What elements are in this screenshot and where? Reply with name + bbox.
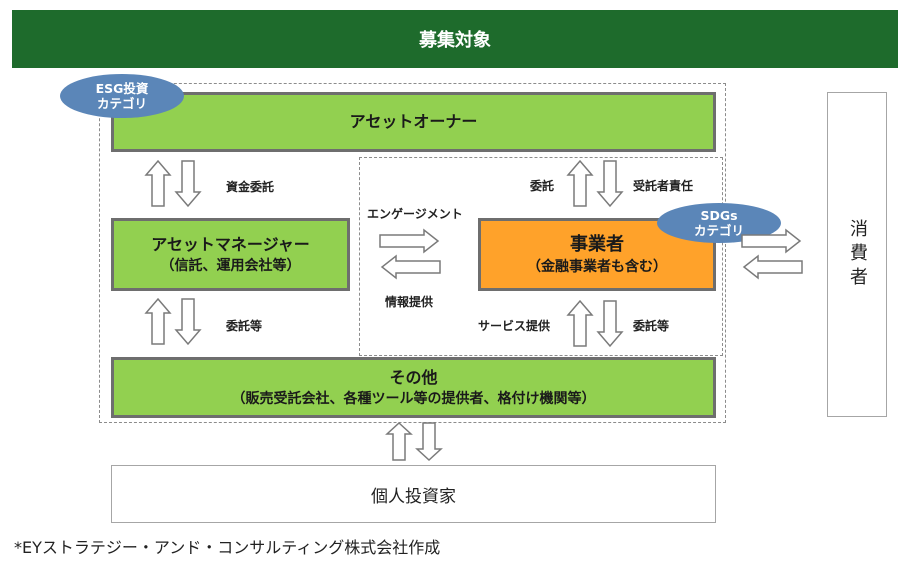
esg-badge-line1: ESG投資 xyxy=(95,81,149,96)
esg-region-border xyxy=(99,83,726,423)
label-entrust-etc-left: 委託等 xyxy=(226,319,263,333)
up-down-arrows-manager-others xyxy=(144,297,202,346)
label-engagement: エンゲージメント xyxy=(367,207,463,221)
asset-owner-box: アセットオーナー xyxy=(111,92,716,152)
up-arrow-icon xyxy=(144,159,172,207)
up-down-arrows-business-others xyxy=(566,299,624,348)
asset-manager-label: アセットマネージャー xyxy=(151,234,310,254)
asset-owner-label: アセットオーナー xyxy=(349,112,478,131)
right-arrow-icon xyxy=(379,228,440,254)
individual-investor-label: 個人投資家 xyxy=(371,486,456,507)
consumer-box: 消費者 xyxy=(827,92,887,417)
esg-category-badge: ESG投資 カテゴリ xyxy=(60,74,184,118)
down-arrow-icon xyxy=(596,160,624,208)
down-arrow-icon xyxy=(415,422,443,462)
header-title: 募集対象 xyxy=(419,30,491,51)
consumer-label: 消費者 xyxy=(847,218,868,291)
header-banner: 募集対象 xyxy=(12,10,898,68)
up-down-arrows-owner-business xyxy=(566,159,624,208)
asset-manager-sub: （信託、運用会社等） xyxy=(160,257,301,274)
business-operator-sub: （金融事業者も含む） xyxy=(527,258,667,275)
sdgs-badge-line1: SDGs xyxy=(700,208,738,223)
esg-badge-line2: カテゴリ xyxy=(96,96,147,111)
up-arrow-icon xyxy=(385,421,413,461)
others-box: その他 （販売受託会社、各種ツール等の提供者、格付け機関等） xyxy=(111,357,716,418)
others-label: その他 xyxy=(389,367,438,387)
up-arrow-icon xyxy=(144,297,172,345)
left-right-arrows-business-consumer xyxy=(741,228,803,280)
up-down-arrows-owner-manager xyxy=(144,159,202,208)
label-entrust-etc-right: 委託等 xyxy=(633,319,670,333)
down-arrow-icon xyxy=(596,300,624,348)
up-down-arrows-others-individual xyxy=(385,421,443,462)
footnote: *EYストラテジー・アンド・コンサルティング株式会社作成 xyxy=(14,538,441,557)
business-operator-box: 事業者 （金融事業者も含む） xyxy=(478,218,716,291)
label-entrust: 委託 xyxy=(530,179,555,193)
up-arrow-icon xyxy=(566,159,594,207)
label-info-provide: 情報提供 xyxy=(385,295,434,309)
right-arrow-icon xyxy=(741,228,802,254)
down-arrow-icon xyxy=(174,298,202,346)
left-arrow-icon xyxy=(742,254,803,280)
label-service-provide: サービス提供 xyxy=(478,319,551,333)
left-arrow-icon xyxy=(380,254,441,280)
label-fund-entrust: 資金委託 xyxy=(226,180,275,194)
business-operator-label: 事業者 xyxy=(570,233,624,255)
others-sub: （販売受託会社、各種ツール等の提供者、格付け機関等） xyxy=(231,390,596,407)
label-fiduciary-duty: 受託者責任 xyxy=(633,179,694,193)
individual-investor-box: 個人投資家 xyxy=(111,465,716,523)
sdgs-badge-line2: カテゴリ xyxy=(693,223,744,238)
sdgs-region-border xyxy=(359,157,723,356)
left-right-arrows-manager-business xyxy=(379,228,441,280)
down-arrow-icon xyxy=(174,160,202,208)
asset-manager-box: アセットマネージャー （信託、運用会社等） xyxy=(111,218,350,291)
up-arrow-icon xyxy=(566,299,594,347)
